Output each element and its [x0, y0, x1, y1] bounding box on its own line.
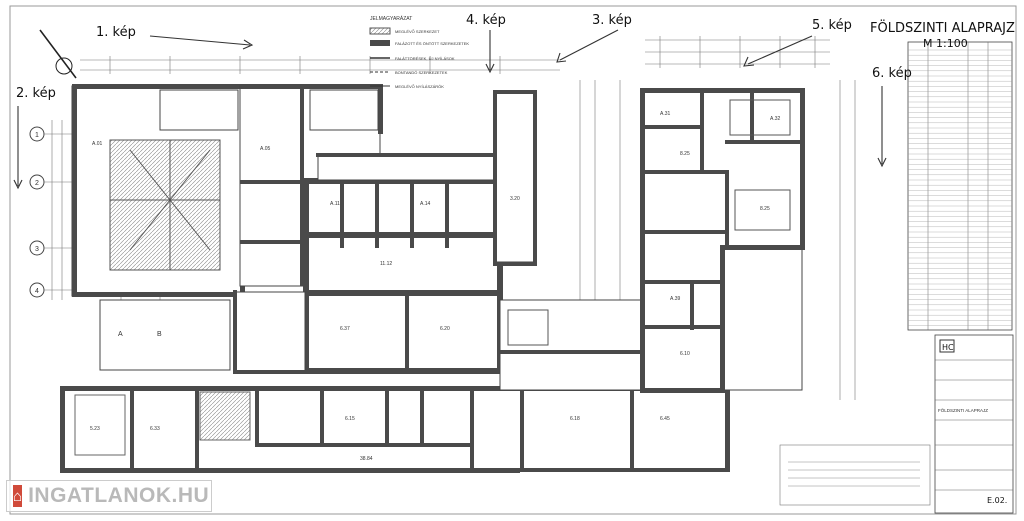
svg-text:1: 1	[35, 132, 39, 139]
svg-text:HC: HC	[942, 343, 954, 352]
drawing-title: FÖLDSZINTI ALAPRAJZ	[870, 19, 1015, 36]
bottom-row	[60, 386, 730, 473]
room-tags: A.01A.05 A.11 A.14 11.12 6.37 6.20 3.20 A.3…	[90, 111, 781, 462]
svg-text:6.18: 6.18	[570, 416, 580, 422]
sheet-border	[9, 5, 1017, 515]
photo-annotations: 1. kép 2. kép 3. kép 4. kép 5. kép 6. ké…	[13, 13, 912, 190]
annotation-1: 1. kép	[96, 25, 136, 40]
middle-band	[499, 299, 646, 391]
svg-text:8.25: 8.25	[760, 206, 770, 212]
center-main-block	[303, 153, 503, 374]
svg-text:A.11: A.11	[330, 201, 340, 207]
top-dimension-lines	[80, 36, 830, 74]
svg-text:6.45: 6.45	[660, 416, 670, 422]
lower-left-block	[99, 290, 307, 374]
svg-text:FALÁZOTT ÉS ÖNTÖTT SZERKEZETEK: FALÁZOTT ÉS ÖNTÖTT SZERKEZETEK	[395, 41, 469, 46]
title-block: HC FÖLDSZINTI ALAPRAJZ E.02.	[934, 334, 1014, 514]
drawing-scale: M 1:100	[923, 37, 968, 50]
annotation-6: 6. kép	[872, 66, 912, 81]
sheet-number: E.02.	[987, 496, 1007, 505]
svg-text:8.25: 8.25	[680, 151, 690, 157]
svg-text:JELMAGYARÁZAT: JELMAGYARÁZAT	[370, 15, 412, 22]
svg-text:A.14: A.14	[420, 201, 431, 207]
svg-text:3: 3	[35, 246, 39, 253]
svg-text:FALÁTTÖRÉSEK, ÚJ NYÍLÁSOK: FALÁTTÖRÉSEK, ÚJ NYÍLÁSOK	[395, 56, 455, 61]
svg-text:MEGLÉVŐ SZERKEZET: MEGLÉVŐ SZERKEZET	[395, 29, 440, 34]
annotation-4: 4. kép	[466, 13, 506, 28]
house-icon: ⌂	[13, 485, 23, 507]
left-wing	[71, 84, 245, 297]
svg-text:A.39: A.39	[670, 296, 681, 302]
svg-text:2: 2	[35, 180, 39, 187]
svg-text:A.01: A.01	[92, 141, 103, 147]
svg-text:6.37: 6.37	[340, 326, 350, 332]
svg-text:A: A	[118, 331, 123, 338]
svg-text:38.84: 38.84	[360, 456, 373, 462]
svg-text:A.05: A.05	[260, 146, 271, 152]
annotation-2: 2. kép	[16, 86, 56, 101]
watermark: ⌂ INGATLANOK.HU	[6, 480, 212, 512]
svg-text:3.20: 3.20	[510, 196, 520, 202]
room-schedule-table	[907, 41, 1013, 331]
watermark-text: INGATLANOK.HU	[28, 484, 210, 507]
svg-text:11.12: 11.12	[380, 261, 392, 267]
upper-center-column	[493, 90, 537, 266]
svg-text:FÖLDSZINTI ALAPRAJZ: FÖLDSZINTI ALAPRAJZ	[938, 407, 988, 413]
notes-block	[779, 444, 931, 506]
svg-text:5.23: 5.23	[90, 426, 100, 432]
grid-labels: 1 2 3 4 A B	[35, 132, 162, 338]
svg-text:6.33: 6.33	[150, 426, 160, 432]
annotation-5: 5. kép	[812, 18, 852, 33]
annotation-3: 3. kép	[592, 13, 632, 28]
svg-text:6.10: 6.10	[680, 351, 690, 357]
north-arrow	[39, 29, 77, 79]
legend: JELMAGYARÁZAT MEGLÉVŐ SZERKEZET FALÁZOTT…	[369, 15, 469, 89]
svg-text:MEGLÉVŐ NYÍLÁSZÁRÓK: MEGLÉVŐ NYÍLÁSZÁRÓK	[395, 84, 444, 89]
right-wing	[640, 88, 805, 393]
svg-text:A.31: A.31	[660, 111, 671, 117]
svg-text:B: B	[157, 331, 162, 338]
svg-text:A.32: A.32	[770, 116, 781, 122]
svg-text:6.20: 6.20	[440, 326, 450, 332]
svg-text:6.15: 6.15	[345, 416, 355, 422]
svg-text:BONTANDÓ SZERKEZETEK: BONTANDÓ SZERKEZETEK	[395, 70, 448, 75]
svg-text:4: 4	[35, 288, 39, 295]
